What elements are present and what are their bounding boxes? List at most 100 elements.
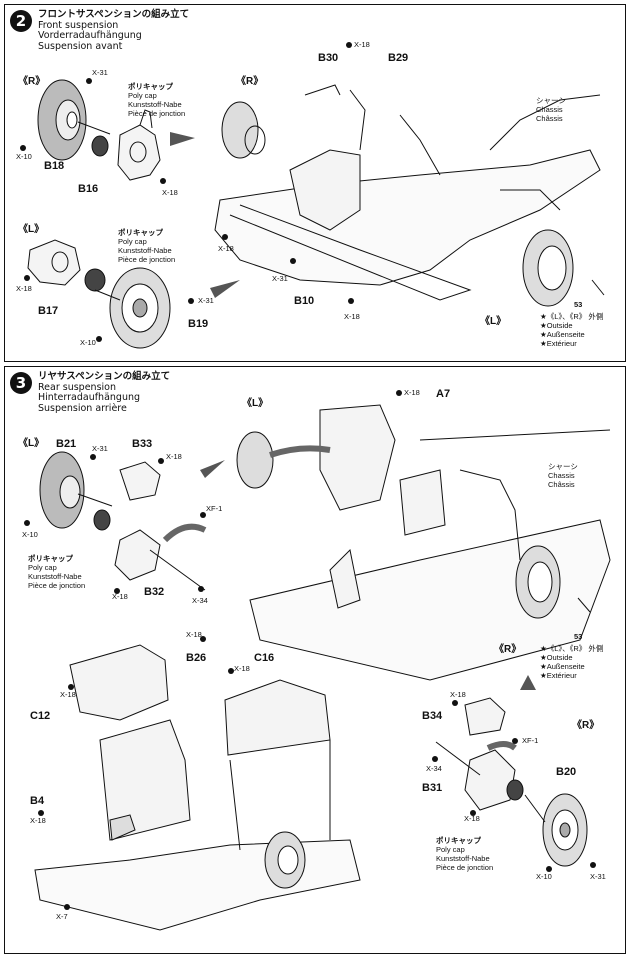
screw-label: XF-1	[206, 504, 223, 513]
step-number-badge: 3	[10, 372, 32, 394]
outside-de: ★Außenseite	[540, 662, 585, 671]
part-label-c12: C12	[30, 710, 51, 722]
part-label-b19: B19	[188, 318, 209, 330]
outside-de: ★Außenseite	[540, 330, 585, 339]
part-label-b17: B17	[38, 305, 59, 317]
polycap-fr: Pièce de jonction	[28, 581, 86, 590]
step-title-jp: リヤサスペンションの組み立て	[38, 371, 171, 382]
polycap-fr: Pièce de jonction	[118, 255, 176, 264]
screw-marker	[114, 588, 120, 594]
screw-marker	[68, 684, 74, 690]
screw-marker	[38, 810, 44, 816]
front-right-brake-disc-drawing	[37, 79, 111, 161]
outside-note: ★《L》、《R》 外側 ★Outside ★Außenseite ★Extéri…	[540, 312, 603, 348]
polycap-note-2: ポリキャップ Poly cap Kunststoff-Nabe Pièce de…	[118, 228, 175, 264]
step-title-en: Rear suspension	[38, 381, 117, 393]
outside-note: ★《L》、《R》 外側 ★Outside ★Außenseite ★Extéri…	[540, 644, 603, 680]
screw-label: X-10	[22, 530, 38, 539]
screw-label: X-18	[404, 388, 420, 397]
polycap-fr: Pièce de jonction	[128, 109, 186, 118]
chassis-jp: シャーシ	[536, 96, 566, 105]
step-title-de: Vorderradaufhängung	[38, 30, 142, 41]
rear-right-upright-b31-b34-drawing	[435, 697, 524, 811]
front-upright-b16-drawing	[117, 109, 161, 181]
screw-marker	[546, 866, 552, 872]
step-title-block: リヤサスペンションの組み立て Rear suspension Hinterrad…	[38, 371, 171, 414]
polycap-en: Poly cap	[128, 91, 157, 100]
screw-label: X-18	[464, 814, 480, 823]
front-chassis-drawing	[214, 84, 601, 307]
polycap-de: Kunststoff-Nabe	[118, 246, 172, 255]
screw-label: X-18	[166, 452, 182, 461]
part-label-a7: A7	[436, 388, 451, 400]
screw-marker	[396, 390, 402, 396]
screw-label: X-31	[198, 296, 214, 305]
front-left-brake-disc-drawing	[94, 267, 171, 349]
screw-label: X-18	[218, 244, 234, 253]
chassis-en: Chassis	[536, 105, 563, 114]
step-number-badge: 2	[10, 10, 32, 32]
screw-marker	[228, 668, 234, 674]
side-marker-left: 《L》	[18, 224, 45, 235]
screw-label: X-18	[60, 690, 76, 699]
screw-marker	[86, 78, 92, 84]
part-label-b16: B16	[78, 183, 99, 195]
screw-marker	[346, 42, 352, 48]
screw-label: X-18	[344, 312, 360, 321]
polycap-de: Kunststoff-Nabe	[128, 100, 182, 109]
rear-chassis-drawing	[236, 404, 611, 681]
screw-marker	[24, 520, 30, 526]
polycap-note-4: ポリキャップ Poly cap Kunststoff-Nabe Pièce de…	[436, 836, 493, 872]
screw-marker	[348, 298, 354, 304]
screw-label: X-10	[536, 872, 552, 881]
part-label-c16: C16	[254, 652, 275, 664]
side-marker-right: 《R》	[18, 76, 46, 87]
side-marker-right: 《R》	[494, 644, 522, 655]
screw-marker	[590, 862, 596, 868]
polycap-jp: ポリキャップ	[118, 228, 163, 237]
part-label-b34: B34	[422, 710, 443, 722]
polycap-en: Poly cap	[436, 845, 465, 854]
chassis-en: Chassis	[548, 471, 575, 480]
screw-label: XF-1	[522, 736, 539, 745]
chassis-note: シャーシ Chassis Châssis	[548, 462, 578, 489]
chassis-jp: シャーシ	[548, 462, 578, 471]
part-label-b30: B30	[318, 52, 339, 64]
step-title-block: フロントサスペンションの組み立て Front suspension Vorder…	[38, 9, 189, 52]
screw-label: X-18	[450, 690, 466, 699]
screw-label: X-10	[16, 152, 32, 161]
screw-marker	[188, 298, 194, 304]
part-label-b29: B29	[388, 52, 409, 64]
screw-marker	[90, 454, 96, 460]
screw-label: X-18	[186, 630, 202, 639]
polycap-de: Kunststoff-Nabe	[436, 854, 490, 863]
front-left-upright-b17-drawing	[27, 239, 106, 292]
step-title-en: Front suspension	[38, 19, 119, 31]
screw-marker	[512, 738, 518, 744]
screw-label: X-7	[56, 912, 68, 921]
part-label-b32: B32	[144, 586, 165, 598]
polycap-jp: ポリキャップ	[28, 554, 73, 563]
step-3-panel	[4, 366, 626, 954]
part-label-b31: B31	[422, 782, 443, 794]
screw-label: X-34	[426, 764, 442, 773]
side-marker-right-2: 《R》	[572, 720, 600, 731]
screw-label: X-18	[234, 664, 250, 673]
polycap-fr: Pièce de jonction	[436, 863, 494, 872]
outside-en: ★Outside	[540, 321, 573, 330]
polycap-de: Kunststoff-Nabe	[28, 572, 82, 581]
screw-marker	[64, 904, 70, 910]
screw-marker	[452, 700, 458, 706]
screw-marker	[96, 336, 102, 342]
screw-marker	[222, 234, 228, 240]
rear-body-assembly-drawing	[34, 644, 361, 931]
screw-marker	[24, 275, 30, 281]
chassis-note: シャーシ Chassis Châssis	[536, 96, 566, 123]
side-marker-left-2: 《L》	[480, 316, 507, 327]
polycap-note-3: ポリキャップ Poly cap Kunststoff-Nabe Pièce de…	[28, 554, 85, 590]
outside-fr: ★Extérieur	[540, 671, 577, 680]
side-marker-right-2: 《R》	[236, 76, 264, 87]
part-label-b18: B18	[44, 160, 65, 172]
side-marker-left-2: 《L》	[242, 398, 269, 409]
part-label-b10: B10	[294, 295, 315, 307]
